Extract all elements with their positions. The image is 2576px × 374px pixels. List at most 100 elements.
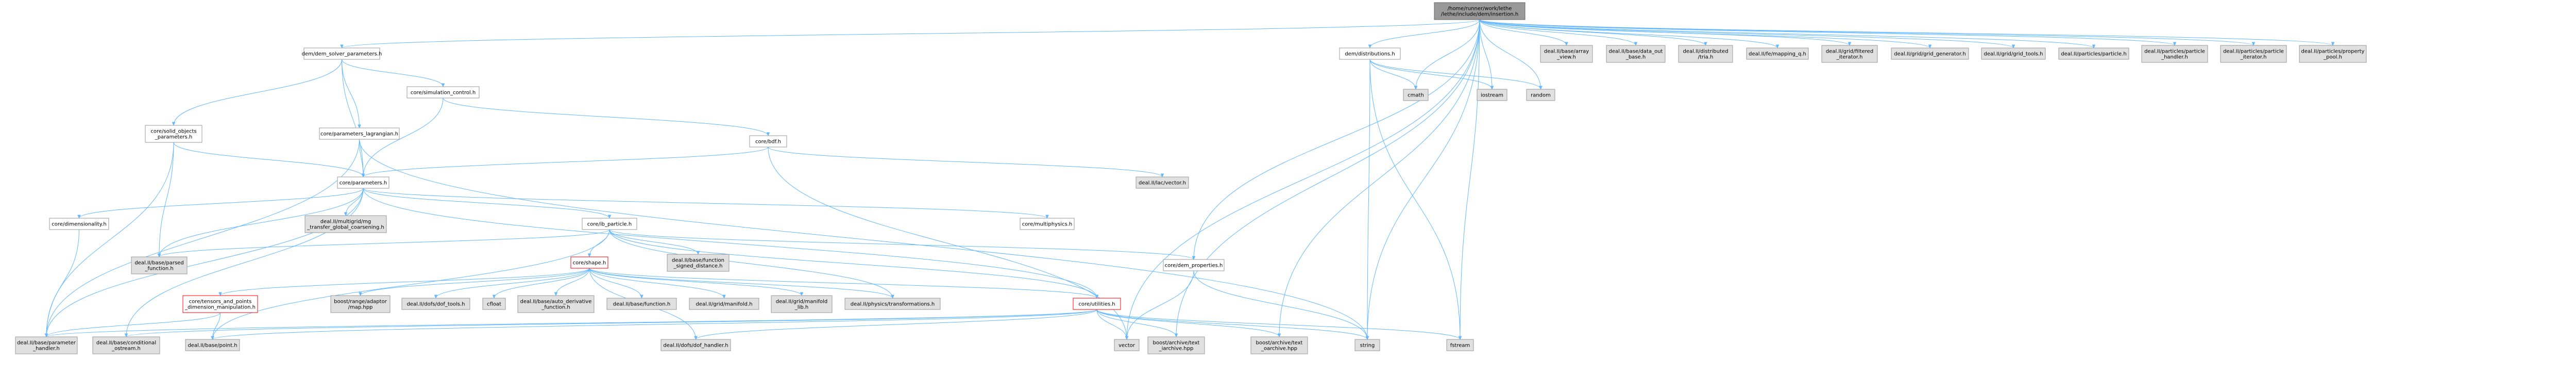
include-edge — [768, 147, 1162, 177]
node-deal-mapping-q[interactable]: deal.II/fe/mapping_q.h — [1746, 47, 1809, 60]
node-box — [749, 135, 787, 148]
node-deal-particle[interactable]: deal.II/particles/particle.h — [2058, 47, 2129, 60]
node-deal-array-view[interactable]: deal.II/base/array_view.h — [1540, 45, 1593, 63]
node-cmath[interactable]: cmath — [1403, 89, 1429, 101]
node-deal-function[interactable]: deal.II/base/function.h — [606, 298, 677, 310]
node-deal-grid-tools[interactable]: deal.II/grid/grid_tools.h — [1981, 47, 2046, 60]
include-edge — [1479, 19, 2175, 45]
include-edge — [213, 312, 221, 339]
node-label: _iterator.h — [1836, 55, 1863, 60]
include-edge — [1193, 270, 1367, 339]
node-core-dem-properties[interactable]: core/dem_properties.h — [1163, 259, 1225, 271]
node-core-bdf[interactable]: core/bdf.h — [749, 135, 787, 148]
node-box — [303, 47, 380, 60]
node-deal-signed-distance[interactable]: deal.II/base/function_signed_distance.h — [667, 254, 730, 272]
node-fstream[interactable]: fstream — [1446, 339, 1474, 351]
include-edge — [1279, 19, 1480, 337]
node-label: deal.II/particles/particle — [2223, 49, 2284, 55]
node-box — [1147, 336, 1205, 354]
node-label: deal.II/particles/property — [2301, 49, 2365, 55]
node-core-shape[interactable]: core/shape.h — [570, 256, 608, 269]
node-label: deal.II/dofs/dof_handler.h — [663, 343, 728, 349]
node-iostream[interactable]: iostream — [1477, 89, 1507, 101]
node-random[interactable]: random — [1526, 89, 1555, 101]
edges-layer — [46, 19, 2333, 339]
include-edge — [589, 268, 724, 298]
node-label: cfloat — [487, 302, 501, 307]
include-edge — [363, 188, 609, 218]
node-label: deal.II/grid/manifold.h — [696, 302, 752, 307]
node-label: /home/runner/work/lethe — [1448, 6, 1512, 12]
node-deal-conditional-ostream[interactable]: deal.II/base/conditional_ostream.h — [92, 336, 160, 354]
node-box — [2058, 47, 2129, 60]
node-string[interactable]: string — [1354, 339, 1380, 351]
node-label: _function.h — [144, 266, 173, 272]
node-box — [185, 339, 240, 351]
node-deal-vector[interactable]: deal.II/lac/vector.h — [1136, 176, 1189, 189]
node-label: cmath — [1408, 93, 1424, 99]
node-core-parameters-lagrangian[interactable]: core/parameters_lagrangian.h — [319, 127, 400, 140]
node-label: core/multiphysics.h — [1022, 222, 1072, 227]
node-core-tensors[interactable]: core/tensors_and_points_dimension_manipu… — [182, 295, 258, 313]
include-edge — [443, 97, 768, 136]
node-core-solid-objects[interactable]: core/solid_objects_parameters.h — [145, 125, 202, 143]
node-box — [660, 339, 731, 351]
include-edge — [1370, 19, 1480, 48]
node-deal-particle-iterator[interactable]: deal.II/particles/particle_iterator.h — [2220, 45, 2287, 63]
node-deal-manifold-lib[interactable]: deal.II/grid/manifold_lib.h — [771, 295, 833, 313]
node-core-utilities[interactable]: core/utilities.h — [1073, 298, 1121, 310]
node-box — [401, 298, 470, 310]
node-label: deal.II/grid/grid_tools.h — [1984, 52, 2043, 57]
node-deal-filtered-iterator[interactable]: deal.II/grid/filtered_iterator.h — [1821, 45, 1878, 63]
include-edge — [556, 268, 590, 296]
node-core-simulation-control[interactable]: core/simulation_control.h — [406, 86, 480, 99]
node-box — [2299, 45, 2367, 63]
include-edge — [1369, 59, 1460, 339]
node-label: deal.II/base/function — [672, 258, 724, 264]
include-edge — [359, 139, 364, 177]
include-edge — [213, 229, 610, 339]
node-boost-text-iarchive[interactable]: boost/archive/text_iarchive.hpp — [1147, 336, 1205, 354]
node-box — [92, 336, 160, 354]
node-core-multiphysics[interactable]: core/multiphysics.h — [1020, 218, 1075, 230]
node-boost-range-adaptor[interactable]: boost/range/adaptor/map.hpp — [330, 295, 391, 313]
node-box — [182, 295, 258, 313]
node-label: core/simulation_control.h — [411, 90, 476, 96]
node-deal-manifold[interactable]: deal.II/grid/manifold.h — [689, 298, 759, 310]
include-edge — [589, 268, 802, 296]
include-edge — [1479, 19, 2094, 48]
node-box — [1339, 47, 1401, 60]
include-edge — [1127, 19, 1480, 339]
node-deal-parsed-function[interactable]: deal.II/base/parsed_function.h — [131, 256, 188, 274]
node-deal-transformations[interactable]: deal.II/physics/transformations.h — [844, 298, 941, 310]
node-vector[interactable]: vector — [1114, 339, 1140, 351]
node-deal-auto-derivative[interactable]: deal.II/base/auto_derivative_function.h — [517, 295, 595, 313]
node-deal-dof-tools[interactable]: deal.II/dofs/dof_tools.h — [401, 298, 470, 310]
node-deal-dof-handler[interactable]: deal.II/dofs/dof_handler.h — [660, 339, 731, 351]
include-edge — [46, 188, 364, 337]
node-label: _function.h — [541, 305, 570, 311]
node-deal-point[interactable]: deal.II/base/point.h — [185, 339, 240, 351]
node-boost-text-oarchive[interactable]: boost/archive/text_oarchive.hpp — [1250, 336, 1308, 354]
include-edge — [361, 268, 590, 296]
node-dem-solver-parameters[interactable]: dem/dem_solver_parameters.h — [302, 47, 382, 60]
node-core-ib-particle[interactable]: core/ib_particle.h — [582, 218, 637, 230]
node-deal-parameter-handler[interactable]: deal.II/base/parameter_handler.h — [15, 336, 78, 354]
node-box — [406, 86, 480, 99]
node-deal-property-pool[interactable]: deal.II/particles/property_pool.h — [2299, 45, 2367, 63]
node-core-dimensionality[interactable]: core/dimensionality.h — [49, 218, 109, 230]
node-cfloat[interactable]: cfloat — [482, 298, 506, 310]
include-edge — [1460, 19, 1480, 339]
node-deal-grid-generator[interactable]: deal.II/grid/grid_generator.h — [1891, 47, 1969, 60]
node-core-parameters[interactable]: core/parameters.h — [337, 176, 389, 189]
node-deal-particle-handler[interactable]: deal.II/particles/particle_handler.h — [2141, 45, 2208, 63]
node-deal-data-out-base[interactable]: deal.II/base/data_out_base.h — [1606, 45, 1666, 63]
node-deal-tria[interactable]: deal.II/distributed/tria.h — [1678, 45, 1733, 63]
node-box — [2141, 45, 2208, 63]
include-edge — [1479, 19, 1636, 45]
node-label: iostream — [1481, 93, 1503, 99]
include-edge — [173, 142, 363, 177]
node-dem-distributions[interactable]: dem/distributions.h — [1339, 47, 1401, 60]
node-deal-mg-transfer[interactable]: deal.II/multigrid/mg_transfer_global_coa… — [304, 215, 387, 233]
include-edge — [1176, 19, 1480, 337]
